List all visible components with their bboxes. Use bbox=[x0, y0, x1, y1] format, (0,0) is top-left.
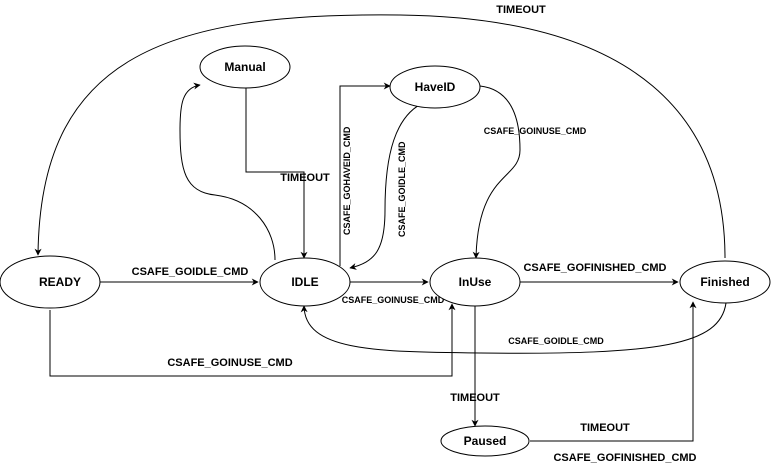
label-finished-to-idle: CSAFE_GOIDLE_CMD bbox=[508, 336, 604, 346]
state-idle: IDLE bbox=[259, 257, 351, 307]
state-paused-label: Paused bbox=[464, 434, 507, 448]
state-manual: Manual bbox=[199, 45, 291, 89]
state-finished: Finished bbox=[679, 260, 771, 304]
label-idle-to-inuse: CSAFE_GOINUSE_CMD bbox=[342, 295, 445, 305]
state-inuse-label: InUse bbox=[459, 275, 492, 289]
state-ready-label: READY bbox=[39, 275, 81, 289]
edge-haveid-to-inuse bbox=[472, 85, 521, 259]
state-ready: READY bbox=[0, 255, 101, 309]
edge-ready-to-inuse bbox=[49, 303, 456, 377]
state-inuse: InUse bbox=[429, 257, 521, 307]
edge-finished-to-idle bbox=[300, 302, 727, 354]
label-inuse-to-paused: TIMEOUT bbox=[450, 392, 500, 404]
state-paused: Paused bbox=[440, 425, 530, 457]
edge-paused-to-finished bbox=[530, 301, 697, 442]
state-finished-label: Finished bbox=[700, 275, 749, 289]
edge-haveid-to-idle bbox=[349, 101, 426, 270]
state-manual-label: Manual bbox=[224, 60, 265, 74]
label-haveid-to-inuse: CSAFE_GOINUSE_CMD bbox=[484, 126, 587, 136]
label-idle-to-haveid: CSAFE_GOHAVEID_CMD bbox=[342, 126, 352, 235]
edge-manual-to-idle bbox=[245, 86, 308, 259]
label-inuse-to-finished: CSAFE_GOFINISHED_CMD bbox=[523, 262, 666, 274]
label-paused-to-finished-cmd: CSAFE_GOFINISHED_CMD bbox=[553, 452, 696, 464]
state-haveid-label: HaveID bbox=[415, 80, 456, 94]
label-finished-to-ready: TIMEOUT bbox=[496, 4, 546, 16]
label-ready-to-inuse: CSAFE_GOINUSE_CMD bbox=[167, 357, 292, 369]
label-manual-to-idle: TIMEOUT bbox=[280, 172, 330, 184]
label-paused-to-finished-timeout: TIMEOUT bbox=[580, 422, 630, 434]
label-ready-to-idle: CSAFE_GOIDLE_CMD bbox=[132, 266, 249, 278]
edge-finished-to-ready bbox=[34, 14, 726, 259]
edge-idle-to-haveid bbox=[339, 82, 391, 266]
state-idle-label: IDLE bbox=[291, 275, 318, 289]
label-haveid-to-idle: CSAFE_GOIDLE_CMD bbox=[397, 141, 407, 237]
state-haveid: HaveID bbox=[389, 65, 481, 109]
edge-idle-to-manual bbox=[179, 82, 276, 261]
